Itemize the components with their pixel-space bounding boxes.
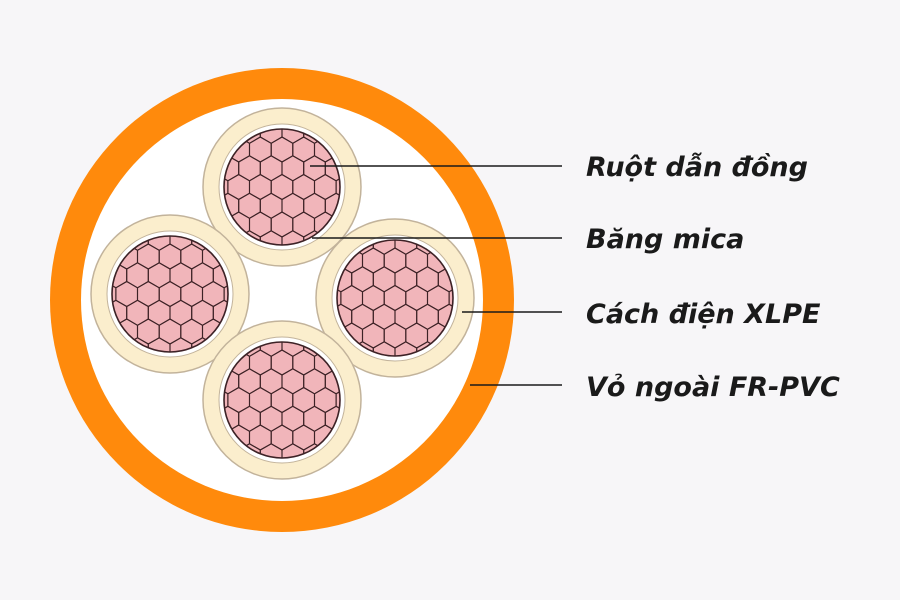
- cable-core: [202, 320, 362, 480]
- conductor-strand: [335, 173, 340, 201]
- label-insulation: Cách điện XLPE: [586, 299, 821, 330]
- label-conductor: Ruột dẫn đồng: [586, 152, 808, 183]
- conductor-outline: [336, 239, 454, 357]
- cable-core: [90, 214, 250, 374]
- label-outer-sheath: Vỏ ngoài FR-PVC: [586, 372, 840, 403]
- conductor-outline: [111, 235, 229, 353]
- conductor-strands: [224, 342, 340, 458]
- conductor-strand: [448, 284, 453, 312]
- conductor-outline: [223, 341, 341, 459]
- cable-core: [315, 218, 475, 378]
- label-mica-tape: Băng mica: [586, 224, 744, 255]
- conductor-outline: [223, 128, 341, 246]
- sheath-inner-filler: [81, 99, 483, 501]
- cable-core: [202, 107, 362, 267]
- conductor-strand: [223, 280, 228, 308]
- cable-cores: [90, 107, 475, 480]
- conductor-strand: [335, 386, 340, 414]
